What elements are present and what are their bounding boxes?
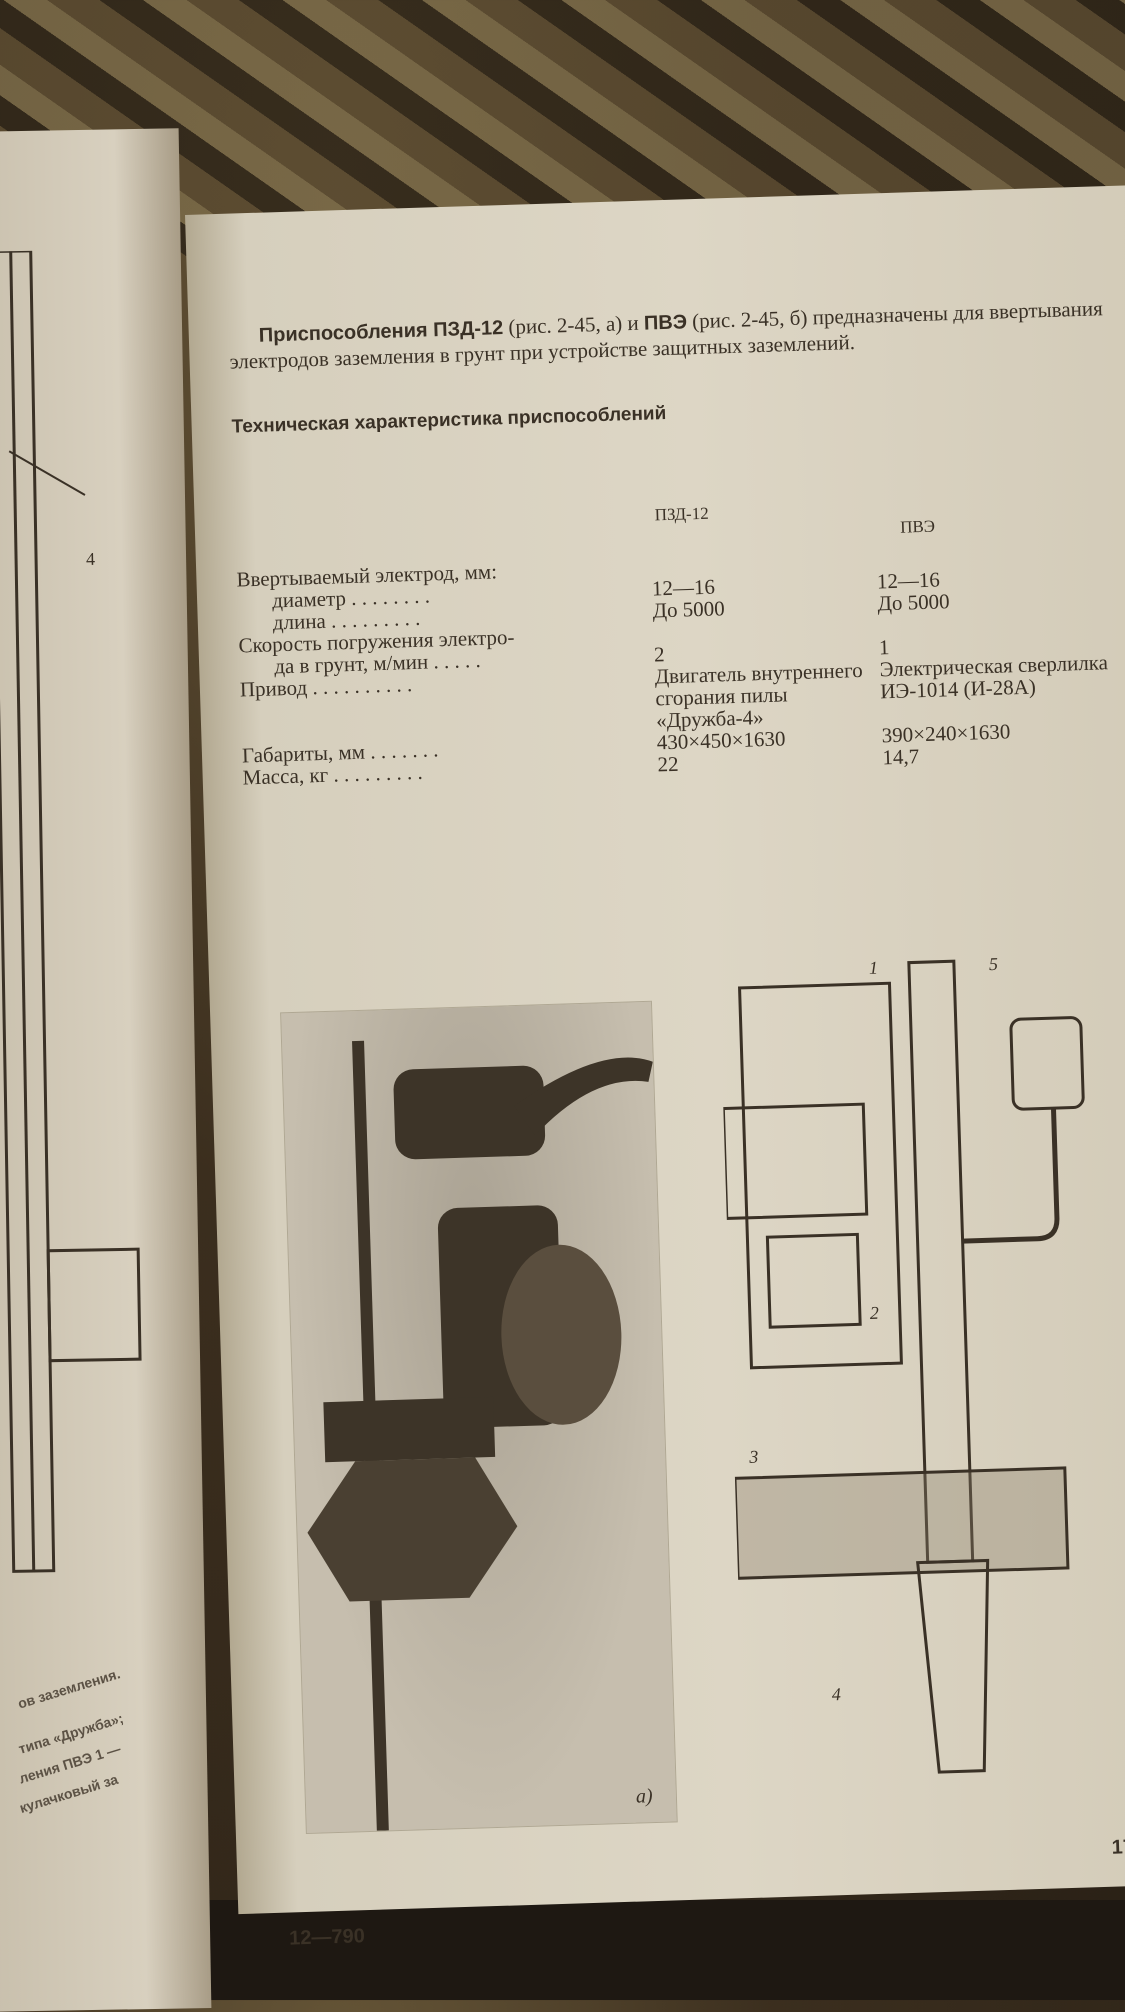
intro-ref: (рис. 2-45, а) и	[502, 310, 645, 340]
callout-5: 5	[989, 954, 999, 974]
page-number: 177	[1111, 1835, 1125, 1859]
device-photo-pzd12: а)	[280, 1000, 678, 1835]
technical-drawing: 1 2 3 4 5	[721, 954, 1085, 1774]
column-header-pve: ПВЭ	[899, 516, 936, 537]
photo-label: а)	[636, 1785, 654, 1808]
callout-3: 3	[748, 1447, 759, 1467]
left-page: 4 ов заземления. типа «Дружба»; ления ПВ…	[0, 128, 212, 2012]
callout-2: 2	[870, 1303, 880, 1323]
right-page: Приспособления ПЗД-12 (рис. 2-45, а) и П…	[185, 183, 1125, 1950]
spec-cell-v1: Двигатель внутреннего сгорания пилы «Дру…	[654, 657, 863, 733]
device-drawing-pve: 1 2 3 4 5	[718, 936, 1125, 1828]
callout-1: 1	[869, 958, 879, 978]
callout-4: 4	[831, 1684, 841, 1704]
section-title: Техническая характеристика приспособлени…	[231, 402, 667, 438]
spec-table: Ввертываемый электрод, мм:диаметр . . . …	[236, 541, 1122, 789]
signature-mark: 12—790	[288, 1925, 366, 1950]
device-name-pve: ПВЭ	[643, 311, 688, 335]
intro-paragraph: Приспособления ПЗД-12 (рис. 2-45, а) и П…	[228, 296, 1109, 375]
photo-illustration: а)	[307, 1040, 654, 1831]
left-page-drawing: 4	[0, 249, 142, 1573]
column-header-pzd12: ПЗД-12	[654, 503, 709, 525]
spec-cell-v2: Электрическая сверлилка ИЭ-1014 (И-28А)	[879, 650, 1109, 704]
left-callout-4: 4	[86, 549, 95, 569]
